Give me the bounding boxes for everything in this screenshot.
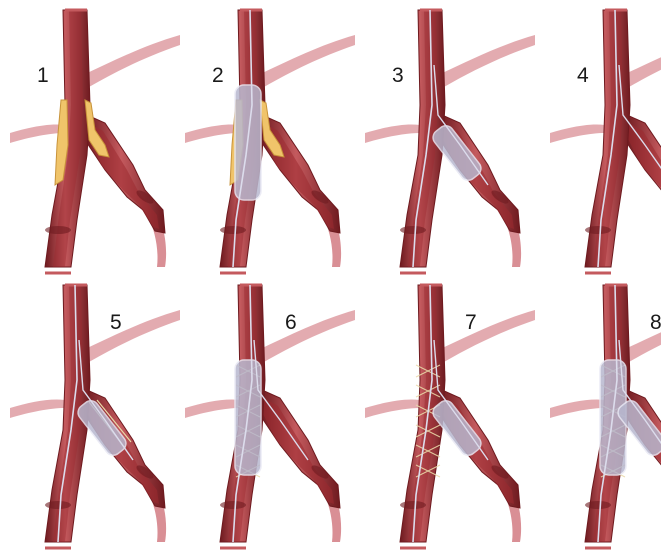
step-number: 3 bbox=[392, 65, 404, 86]
step-panel-6: 6 bbox=[180, 280, 355, 552]
left-side-branch bbox=[550, 399, 605, 418]
vessel-segment-ring bbox=[45, 226, 71, 234]
upper-side-branch bbox=[83, 310, 180, 362]
step-panel-4: 4 bbox=[545, 5, 661, 280]
upper-side-branch bbox=[438, 310, 535, 362]
upper-side-branch bbox=[438, 35, 535, 87]
vessel-segment-ring bbox=[220, 226, 246, 234]
upper-side-branch bbox=[258, 310, 355, 362]
step-panel-8: 8 bbox=[545, 280, 661, 552]
step-panel-2: 2 bbox=[180, 5, 355, 280]
vessel-segment-ring bbox=[585, 226, 611, 234]
vessel-illustration bbox=[545, 5, 661, 275]
step-panel-1: 1 bbox=[5, 5, 180, 280]
vessel-illustration bbox=[360, 280, 535, 550]
vessel-segment-ring bbox=[45, 501, 71, 509]
step-panel-3: 3 bbox=[360, 5, 535, 280]
left-side-branch bbox=[185, 124, 240, 143]
step-number: 6 bbox=[285, 312, 297, 333]
vessel-segment-ring bbox=[400, 226, 426, 234]
step-number: 7 bbox=[465, 312, 477, 333]
left-side-branch bbox=[365, 124, 420, 143]
step-number: 4 bbox=[577, 65, 589, 86]
vessel-illustration bbox=[545, 280, 661, 550]
left-side-branch bbox=[365, 399, 420, 418]
step-number: 5 bbox=[110, 312, 122, 333]
step-number: 1 bbox=[37, 65, 49, 86]
step-number: 2 bbox=[212, 65, 224, 86]
vessel-illustration bbox=[180, 5, 355, 275]
vessel-illustration bbox=[180, 280, 355, 550]
left-side-branch bbox=[185, 399, 240, 418]
side-branch-lumen bbox=[262, 398, 334, 504]
left-side-branch bbox=[10, 124, 65, 143]
vessel-illustration bbox=[5, 5, 180, 275]
vessel-segment-ring bbox=[220, 501, 246, 509]
vessel-segment-ring bbox=[585, 501, 611, 509]
vessel-illustration bbox=[5, 280, 180, 550]
step-number: 8 bbox=[650, 312, 661, 333]
upper-side-branch bbox=[83, 35, 180, 87]
left-side-branch bbox=[10, 399, 65, 418]
step-panel-5: 5 bbox=[5, 280, 180, 552]
vessel-segment-ring bbox=[400, 501, 426, 509]
left-side-branch bbox=[550, 124, 605, 143]
vessel-illustration bbox=[360, 5, 535, 275]
step-panel-7: 7 bbox=[360, 280, 535, 552]
upper-side-branch bbox=[258, 35, 355, 87]
